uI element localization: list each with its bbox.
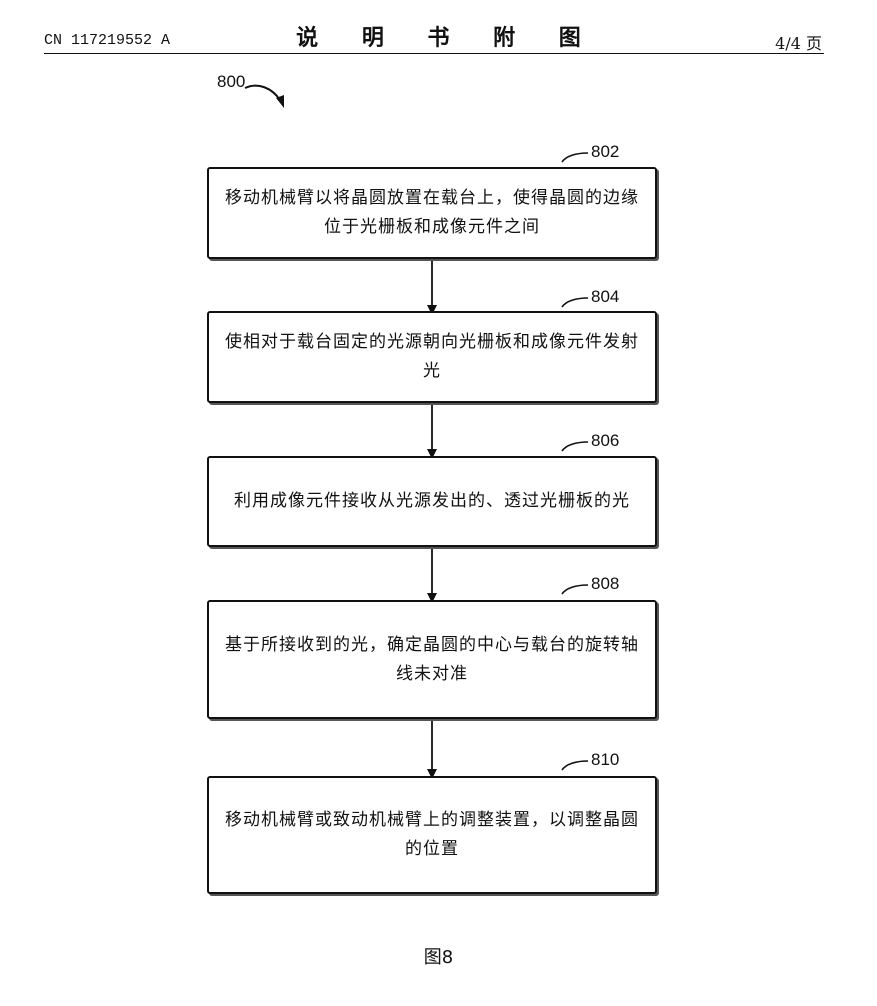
step-box-806: 利用成像元件接收从光源发出的、透过光栅板的光: [207, 456, 657, 547]
page-number: 4/4 页: [775, 34, 822, 53]
step-text-804: 使相对于载台固定的光源朝向光栅板和成像元件发射光: [225, 332, 639, 381]
step-box-804: 使相对于载台固定的光源朝向光栅板和成像元件发射光: [207, 311, 657, 403]
step-box-810: 移动机械臂或致动机械臂上的调整装置，以调整晶圆的位置: [207, 776, 657, 894]
figure-reference-number: 800: [217, 72, 246, 91]
header-rule: [44, 53, 824, 54]
step-id-804: 804: [591, 287, 620, 306]
step-text-808: 基于所接收到的光，确定晶圆的中心与载台的旋转轴线未对准: [225, 634, 639, 684]
patent-number: CN 117219552 A: [44, 32, 171, 49]
step-text-802: 移动机械臂以将晶圆放置在载台上，使得晶圆的边缘位于光栅板和成像元件之间: [225, 188, 639, 237]
leader-810: [561, 760, 589, 771]
figure-reference-arrowhead: [276, 95, 284, 108]
step-id-810: 810: [591, 750, 620, 769]
step-box-808: 基于所接收到的光，确定晶圆的中心与载台的旋转轴线未对准: [207, 600, 657, 719]
leader-806: [561, 441, 589, 452]
step-id-806: 806: [591, 431, 620, 450]
leader-802: [561, 152, 589, 163]
step-text-810: 移动机械臂或致动机械臂上的调整装置，以调整晶圆的位置: [225, 810, 639, 859]
step-id-808: 808: [591, 574, 620, 593]
step-id-802: 802: [591, 142, 620, 161]
leader-804: [561, 297, 589, 308]
step-box-802: 移动机械臂以将晶圆放置在载台上，使得晶圆的边缘位于光栅板和成像元件之间: [207, 167, 657, 259]
page-title: 说 明 书 附 图: [296, 26, 599, 51]
figure-reference-arrow: [244, 84, 281, 101]
step-text-806: 利用成像元件接收从光源发出的、透过光栅板的光: [234, 491, 630, 511]
figure-caption: 图8: [423, 947, 454, 968]
leader-808: [561, 584, 589, 595]
